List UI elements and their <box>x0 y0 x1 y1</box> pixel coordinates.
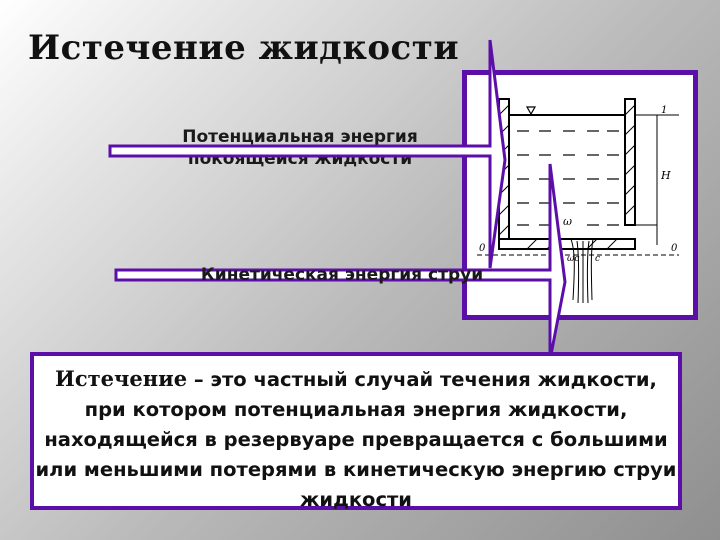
kinetic-energy-arrow <box>114 163 567 361</box>
potential-label-line1: Потенциальная энергия <box>182 127 418 147</box>
diagram-label-c-right: c <box>595 254 600 264</box>
definition-term: Истечение <box>55 366 188 391</box>
diagram-label-0-right: 0 <box>671 243 678 254</box>
tank-bottom <box>498 238 636 250</box>
diagram-label-0-left: 0 <box>479 243 486 254</box>
diagram-label-h: H <box>660 169 671 182</box>
definition-dash: – <box>187 368 211 391</box>
definition-text: это частный случай течения жидкости, при… <box>35 368 677 511</box>
diagram-label-1: 1 <box>661 105 667 116</box>
definition-box: Истечение – это частный случай течения ж… <box>30 352 682 511</box>
liquid-dashes <box>517 130 619 226</box>
free-surface-marker <box>525 106 537 116</box>
diagram-label-omega-c: ωc <box>567 254 579 264</box>
slide-title: Истечение жидкости <box>28 28 460 68</box>
potential-energy-arrow <box>108 39 507 269</box>
tank-right-wall <box>624 98 636 226</box>
diagram-label-omega: ω <box>563 215 572 228</box>
kinetic-energy-label: Кинетическая энергия струи <box>200 265 484 285</box>
liquid-jet <box>570 238 594 304</box>
